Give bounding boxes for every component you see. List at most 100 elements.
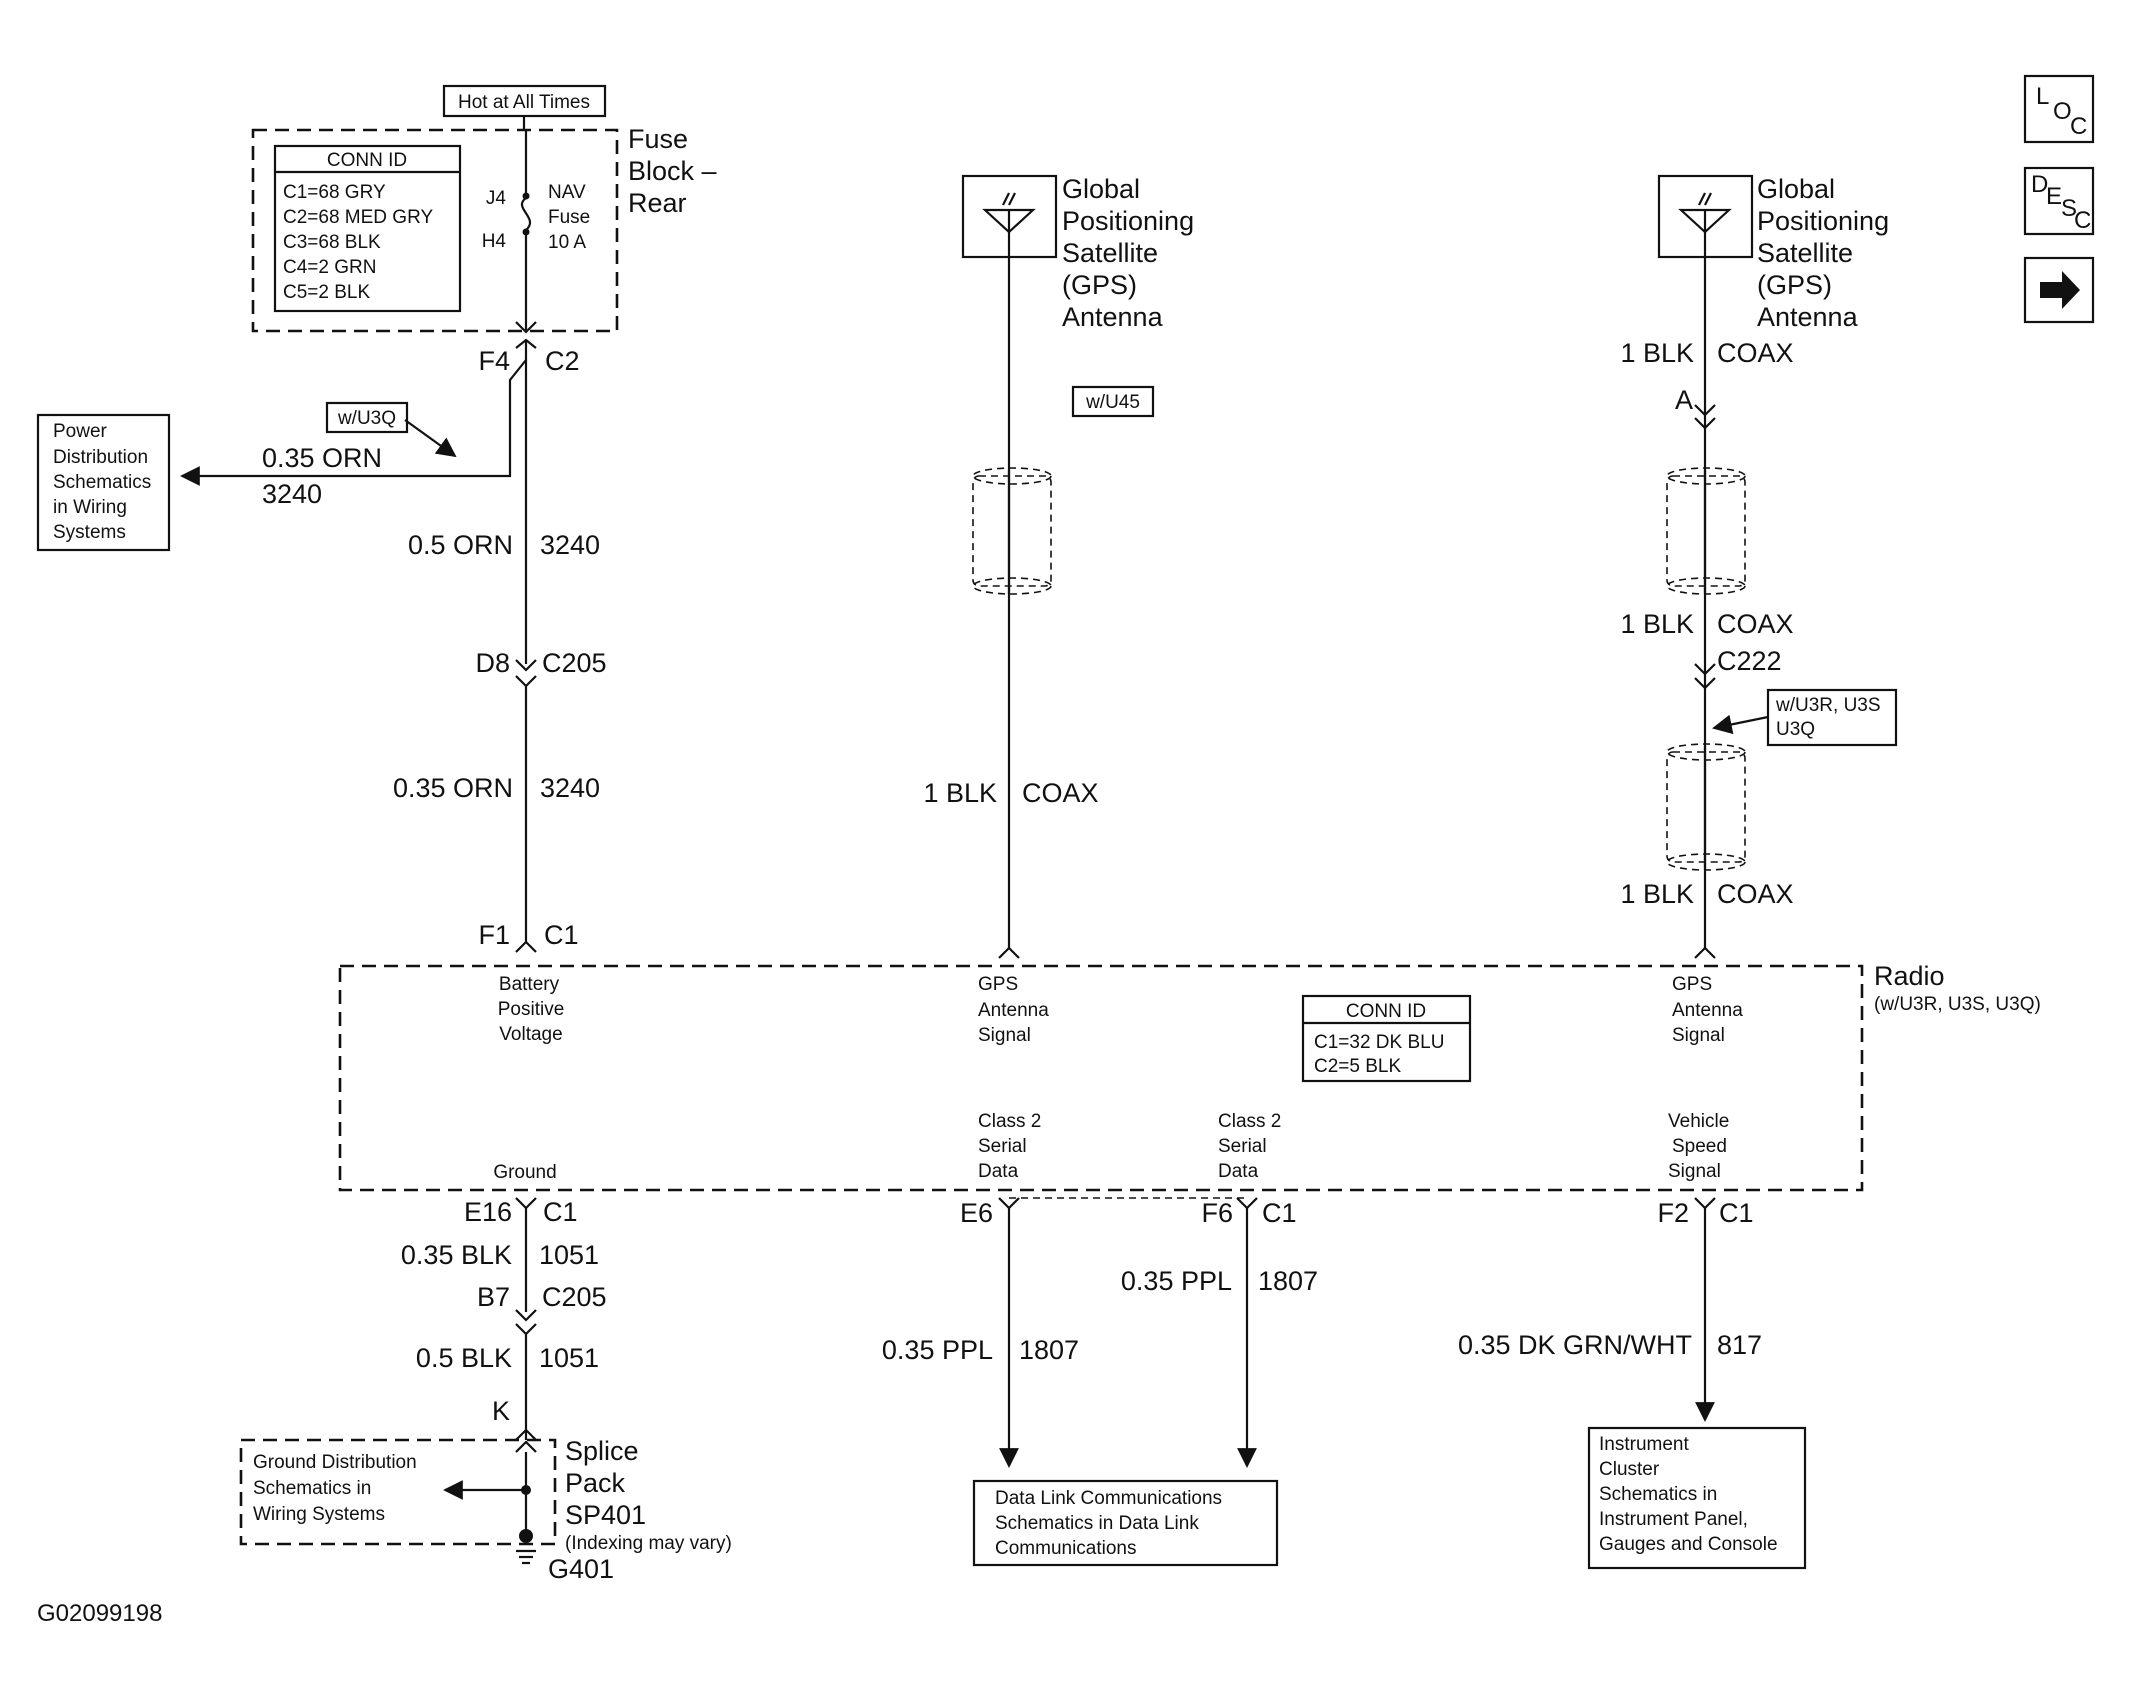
svg-text:C1=68 GRY: C1=68 GRY: [283, 182, 386, 203]
connector-c205-top-symbol: [515, 659, 537, 672]
connector-gps1-symbol: [998, 946, 1020, 959]
option-w-u3q: w/U3Q: [325, 401, 457, 458]
wire-size-1-blk-d: 1 BLK: [1620, 879, 1694, 909]
svg-text:w/U3Q: w/U3Q: [337, 408, 396, 429]
wire-3240-branch: [180, 359, 527, 486]
power-distribution-box: Power Distribution Schematics in Wiring …: [36, 413, 171, 552]
svg-text:CONN ID: CONN ID: [327, 150, 407, 171]
splice-connector-symbol: [515, 1428, 537, 1441]
connector-pin-k: K: [492, 1396, 510, 1426]
svg-text:Pack: Pack: [565, 1468, 626, 1498]
connector-pin-f4: F4: [478, 346, 510, 376]
svg-text:Schematics in Data Link: Schematics in Data Link: [995, 1513, 1199, 1534]
svg-text:C2=5 BLK: C2=5 BLK: [1314, 1056, 1401, 1077]
connector-c205-bottom-label: C205: [542, 1282, 607, 1312]
circuit-coax-b: COAX: [1717, 338, 1794, 368]
svg-text:CONN ID: CONN ID: [1346, 1001, 1426, 1022]
svg-text:C4=2 GRN: C4=2 GRN: [283, 257, 376, 278]
next-page-button[interactable]: [2023, 256, 2095, 324]
desc-button[interactable]: D E S C: [2023, 166, 2095, 236]
connector-radio-e16-symbol: [515, 1197, 537, 1210]
svg-text:U3Q: U3Q: [1776, 719, 1815, 740]
gps-antenna-2-label: Global Positioning Satellite (GPS) Anten…: [1757, 174, 1889, 332]
svg-text:GPS: GPS: [1672, 974, 1712, 995]
wire-size-1-blk-b: 1 BLK: [1620, 338, 1694, 368]
svg-text:Battery: Battery: [499, 974, 560, 995]
circuit-3240-branch: 3240: [262, 479, 322, 509]
circuit-3240-b: 3240: [540, 773, 600, 803]
option-w-u3r-u3s-u3q: w/U3R, U3S U3Q: [1712, 688, 1898, 747]
fuse-pin-h4: H4: [482, 231, 507, 252]
circuit-1051-a: 1051: [539, 1240, 599, 1270]
connector-a-symbol: [1694, 404, 1716, 417]
connector-pin-a: A: [1675, 385, 1693, 415]
svg-text:Schematics in: Schematics in: [1599, 1484, 1717, 1505]
svg-text:Antenna: Antenna: [1672, 1000, 1743, 1021]
circuit-1807-a: 1807: [1019, 1335, 1079, 1365]
svg-text:C3=68 BLK: C3=68 BLK: [283, 232, 381, 253]
radio-pin-battery: Battery Positive Voltage: [498, 974, 565, 1045]
circuit-1807-b: 1807: [1258, 1266, 1318, 1296]
svg-text:Fuse: Fuse: [548, 207, 590, 228]
svg-text:Splice: Splice: [565, 1436, 639, 1466]
connector-c1-label-f6: C1: [1262, 1198, 1297, 1228]
connector-c222-label: C222: [1717, 646, 1782, 676]
circuit-817: 817: [1717, 1330, 1762, 1360]
svg-text:Communications: Communications: [995, 1538, 1137, 1559]
connector-f2-symbol: [1694, 1197, 1716, 1210]
coax-shield-2: [1666, 467, 1746, 595]
radio-pin-gps-1: GPS Antenna Signal: [978, 974, 1049, 1046]
radio-pin-class2-a: Class 2 Serial Data: [978, 1111, 1041, 1182]
svg-text:Global: Global: [1757, 174, 1835, 204]
svg-text:in Wiring: in Wiring: [53, 497, 127, 518]
loc-button[interactable]: L O C: [2023, 74, 2095, 144]
svg-text:Distribution: Distribution: [53, 447, 148, 468]
wire-size-0-5-orn: 0.5 ORN: [408, 530, 513, 560]
wire-size-0-35-dk-grn-wht: 0.35 DK GRN/WHT: [1458, 1330, 1692, 1360]
fuse-pin-j4: J4: [486, 188, 507, 209]
circuit-coax-d: COAX: [1717, 879, 1794, 909]
svg-text:Signal: Signal: [978, 1025, 1031, 1046]
wire-size-0-35-orn: 0.35 ORN: [393, 773, 513, 803]
splice-pack-label: Splice Pack SP401 (Indexing may vary): [565, 1436, 732, 1554]
svg-text:GPS: GPS: [978, 974, 1018, 995]
svg-text:Serial: Serial: [1218, 1136, 1267, 1157]
desc-letter-s: S: [2061, 195, 2077, 222]
svg-text:Gauges and Console: Gauges and Console: [1599, 1534, 1778, 1555]
gps-antenna-1-label: Global Positioning Satellite (GPS) Anten…: [1062, 174, 1194, 332]
desc-letter-c: C: [2074, 207, 2091, 234]
connector-pin-f6: F6: [1201, 1198, 1233, 1228]
gps-antenna-2: [1657, 174, 1754, 259]
svg-text:Positioning: Positioning: [1757, 206, 1889, 236]
radio-pin-ground: Ground: [493, 1162, 556, 1183]
coax-shield-1: [972, 467, 1052, 595]
desc-letter-e: E: [2046, 183, 2062, 210]
svg-text:Data Link Communications: Data Link Communications: [995, 1488, 1222, 1509]
svg-text:Global: Global: [1062, 174, 1140, 204]
svg-text:(GPS): (GPS): [1757, 270, 1832, 300]
radio-title: Radio: [1874, 961, 1945, 991]
svg-text:Class 2: Class 2: [1218, 1111, 1281, 1132]
data-link-communications-box: Data Link Communications Schematics in D…: [972, 1479, 1279, 1567]
svg-text:SP401: SP401: [565, 1500, 646, 1530]
connector-f6-symbol: [1236, 1197, 1258, 1210]
svg-text:Antenna: Antenna: [1062, 302, 1164, 332]
radio-pin-vss: Vehicle Speed Signal: [1668, 1111, 1729, 1182]
wire-size-1-blk-c: 1 BLK: [1620, 609, 1694, 639]
svg-text:(GPS): (GPS): [1062, 270, 1137, 300]
connector-c1-label-f1: C1: [544, 920, 579, 950]
ground-g401-label: G401: [548, 1554, 614, 1584]
svg-text:Satellite: Satellite: [1062, 238, 1158, 268]
circuit-3240-a: 3240: [540, 530, 600, 560]
nav-fuse-label: NAV Fuse 10 A: [548, 182, 590, 253]
wire-size-1-blk-a: 1 BLK: [923, 778, 997, 808]
svg-text:Signal: Signal: [1672, 1025, 1725, 1046]
connector-c1-label-f2: C1: [1719, 1198, 1754, 1228]
figure-id: G02099198: [37, 1600, 162, 1627]
fuse-block-title: Fuse Block – Rear: [628, 124, 717, 218]
svg-text:(Indexing may vary): (Indexing may vary): [565, 1533, 732, 1554]
svg-text:Wiring Systems: Wiring Systems: [253, 1504, 385, 1525]
instrument-cluster-box: Instrument Cluster Schematics in Instrum…: [1587, 1426, 1807, 1570]
svg-text:NAV: NAV: [548, 182, 586, 203]
